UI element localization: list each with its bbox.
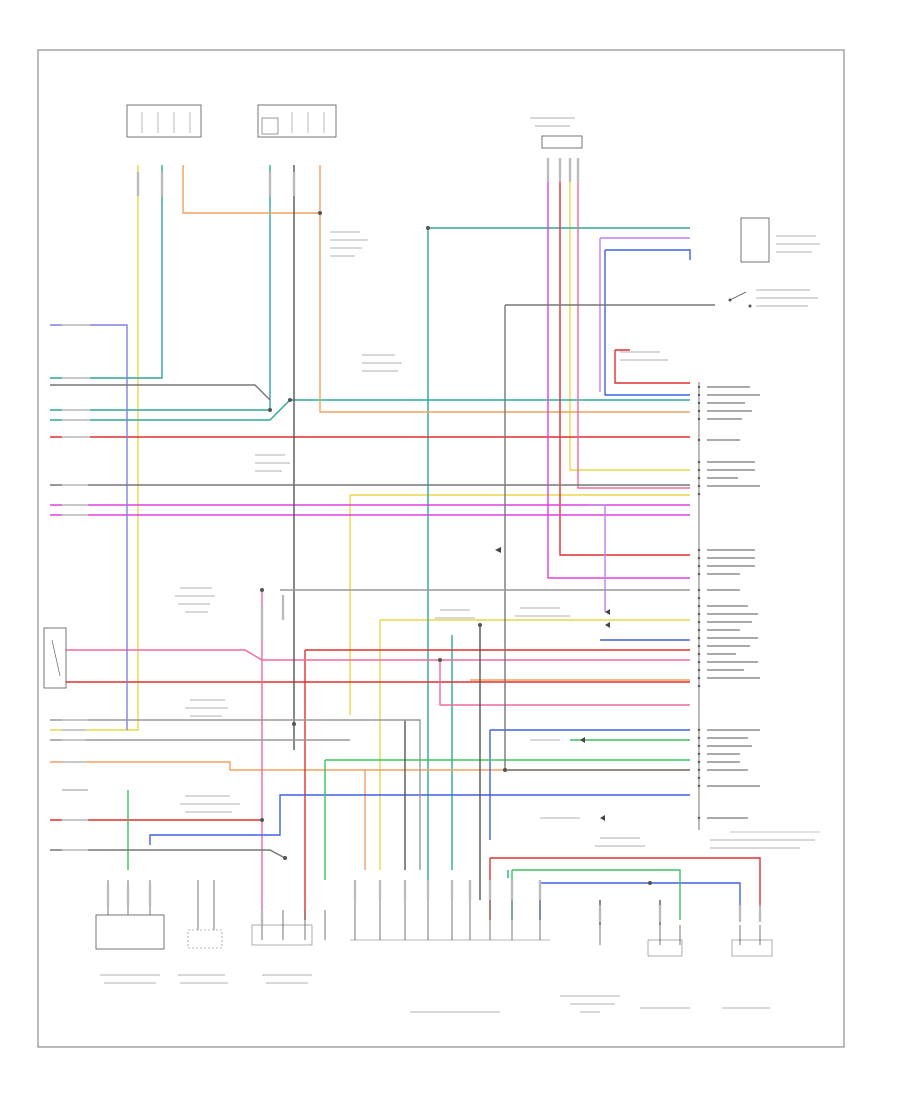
wire-blue-a xyxy=(604,249,691,396)
wire-teal-c xyxy=(50,399,690,421)
left-connector-box xyxy=(43,627,67,689)
wire-code-tags xyxy=(106,158,762,925)
wire-pink-d xyxy=(577,160,690,489)
wire-violet-c xyxy=(590,504,606,612)
splice-points xyxy=(260,211,652,885)
wire-teal-a xyxy=(50,165,163,379)
bottom-connector-group-a xyxy=(95,914,165,950)
wire-red-f xyxy=(614,349,690,384)
wire-dark-d xyxy=(504,304,715,771)
left-wire-code-tags xyxy=(62,324,90,851)
wire-dark-e xyxy=(50,849,286,859)
wire-magenta-c xyxy=(547,160,690,579)
wire-pink-c xyxy=(439,660,690,706)
bottom-output-sensor xyxy=(731,939,773,957)
right-side-pressure-switch xyxy=(728,217,770,308)
wire-orange-c xyxy=(50,761,690,771)
bottom-terminals xyxy=(107,880,761,945)
callout-arrows xyxy=(495,547,610,821)
wire-orange-a xyxy=(182,165,321,214)
wire-red-d xyxy=(304,649,690,920)
bottom-connector-group-b xyxy=(187,929,223,949)
wire-green-c xyxy=(511,869,681,920)
bottom-speed-sensor xyxy=(647,939,683,957)
wire-red-e xyxy=(489,857,761,920)
wire-blue-d xyxy=(539,882,741,920)
left-inline-connector xyxy=(43,627,67,689)
top-right-connector-box xyxy=(541,135,583,149)
wire-green-b xyxy=(324,759,690,880)
top-left-connector-box xyxy=(126,104,202,138)
wire-teal-b xyxy=(50,165,271,411)
wire-violet-a xyxy=(599,237,690,392)
wire-teal-d xyxy=(427,227,690,880)
wire-blue-b xyxy=(149,794,690,845)
wire-orange-b xyxy=(319,213,690,413)
diagram-frame xyxy=(37,49,845,1048)
wire-yellow-e xyxy=(569,160,690,471)
bottom-splice-block xyxy=(251,924,313,946)
annotation-callouts xyxy=(100,117,820,1013)
module-pin-strip xyxy=(697,382,820,833)
top-right-connector-assembly xyxy=(541,135,583,149)
wire-pink-b xyxy=(50,649,690,661)
wire-gray-b xyxy=(50,719,421,870)
wire-teal-e xyxy=(451,635,509,878)
wire-harness xyxy=(50,160,761,925)
bottom-connector-a-box xyxy=(95,914,165,950)
wire-blue-c xyxy=(489,729,690,840)
pressure-switch-box xyxy=(740,217,770,263)
top-center-switch-assembly xyxy=(257,104,337,138)
wire-red-b xyxy=(559,160,690,556)
wire-dark-b xyxy=(50,384,271,401)
top-left-sensor-assembly xyxy=(126,104,202,138)
wire-yellow-d xyxy=(379,619,690,870)
